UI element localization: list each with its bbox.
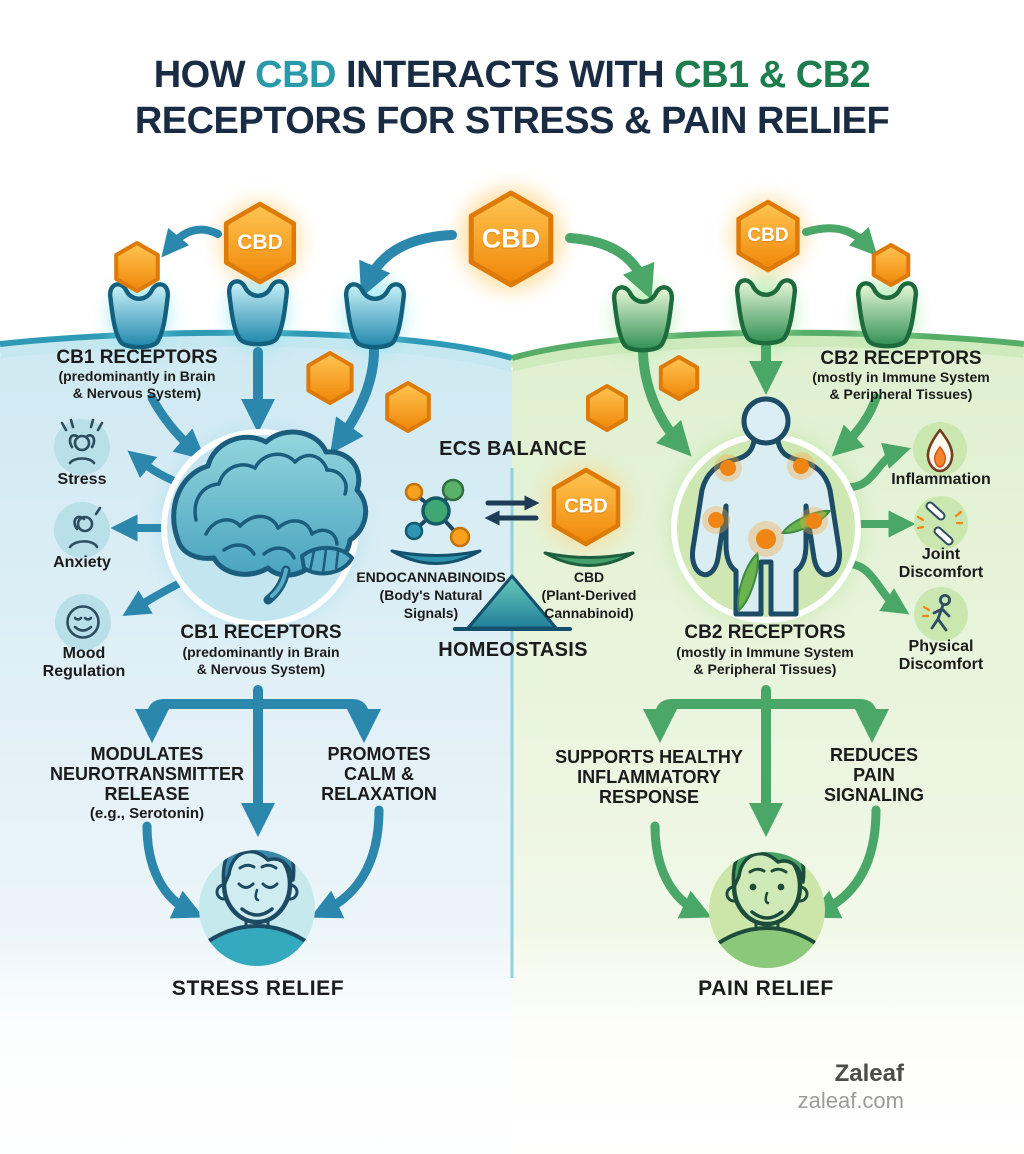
cb2-receptors-mid-sub-1: (mostly in Immune System xyxy=(676,644,854,660)
cbd-left-to-hex-arrow xyxy=(161,225,222,258)
cb2-arrows xyxy=(565,224,916,919)
cb1-receptors-mid-sub-1: (predominantly in Brain xyxy=(182,644,340,660)
cbd-scale-label: CBD xyxy=(573,569,605,585)
receptor-site-dots xyxy=(702,452,828,557)
cb2-receptor-icons xyxy=(612,278,918,353)
modulates-to-face-arrow xyxy=(142,821,204,919)
body-icon xyxy=(671,396,861,623)
receptor-to-brain-curve-arrow xyxy=(330,345,379,454)
cb1-receptor-icons xyxy=(108,279,406,350)
cbd-scale-sub-2: Cannabinoid) xyxy=(544,605,634,621)
title-line-2: RECEPTORS FOR STRESS & PAIN RELIEF xyxy=(134,100,890,142)
physical-discomfort-label: Physical Discomfort xyxy=(898,638,984,673)
body-to-physical-arrow xyxy=(846,560,910,615)
inflammation-label: Inflammation xyxy=(891,471,991,488)
cb1-receptors-top-heading: CB1 RECEPTORS xyxy=(56,347,218,368)
promotes-to-face-arrow xyxy=(310,805,384,919)
inflammation-icon xyxy=(913,422,967,476)
cb1-receptors-top-sub-1: (predominantly in Brain xyxy=(58,368,216,384)
cbd-hexagon-left xyxy=(223,201,297,285)
equilibrium-arrows-icon xyxy=(484,495,540,526)
left-scale-pan xyxy=(390,549,482,565)
label-to-brain-arrow xyxy=(147,393,206,460)
cbd-hexagon-center xyxy=(468,190,554,288)
title-cbd-highlight: CBD xyxy=(255,54,336,96)
endocannabinoid-molecule-icon xyxy=(404,478,471,548)
small-cbd-molecule-hexagons xyxy=(114,241,911,433)
cbd-hexagon-scale xyxy=(551,467,621,547)
supports-inflammatory-label: SUPPORTS HEALTHY INFLAMMATORY RESPONSE xyxy=(555,747,743,807)
supports-to-face-arrow xyxy=(650,821,712,919)
homeostasis-label: HOMEOSTASIS xyxy=(438,639,588,661)
body-to-inflammation-arrow xyxy=(846,442,912,491)
cbd-hexagon-scale-label: CBD xyxy=(564,495,608,518)
cbd-hexagon-left-label: CBD xyxy=(237,231,283,254)
endocannabinoids-sub-2: Signals) xyxy=(403,605,459,621)
receptor-to-body-curve-arrow xyxy=(638,347,692,457)
brain-icon xyxy=(161,429,369,627)
cbd-center-to-cb2-arrow xyxy=(565,233,655,300)
endocannabinoids-label: ENDOCANNABINOIDS xyxy=(356,569,506,585)
mood-regulation-label: Mood Regulation xyxy=(42,645,126,680)
brand-name: Zaleaf xyxy=(834,1060,904,1087)
title-line-1: HOW CBD INTERACTS WITH CB1 & CB2 xyxy=(153,54,871,96)
ecs-balance-heading: ECS BALANCE xyxy=(439,438,587,460)
reduces-pain-label: REDUCES PAIN SIGNALING xyxy=(823,745,925,805)
stress-icon xyxy=(54,418,110,475)
anxiety-label: Anxiety xyxy=(53,554,111,571)
cb1-receptors-top-sub-2: & Nervous System) xyxy=(72,385,202,401)
title-cb-highlight: CB1 & CB2 xyxy=(674,54,871,96)
modulates-neurotransmitter-label: MODULATES NEUROTRANSMITTER RELEASE xyxy=(50,744,244,804)
stress-relief-result: STRESS RELIEF xyxy=(171,977,345,1000)
cb2-receptors-top-sub-1: (mostly in Immune System xyxy=(812,369,990,385)
right-scale-pan xyxy=(543,551,635,567)
cbd-right-to-hex-arrow xyxy=(802,224,878,256)
physical-discomfort-icon xyxy=(914,587,968,641)
serotonin-note: (e.g., Serotonin) xyxy=(89,805,205,822)
cb2-receptors-mid-sub-2: & Peripheral Tissues) xyxy=(693,661,837,677)
promotes-calm-label: PROMOTES CALM & RELAXATION xyxy=(321,744,437,804)
cbd-hexagon-center-label: CBD xyxy=(481,223,541,254)
label-to-body-arrow xyxy=(831,393,881,457)
joint-discomfort-label: Joint Discomfort xyxy=(898,546,984,581)
cb1-receptors-mid-sub-2: & Nervous System) xyxy=(196,661,326,677)
anxiety-icon xyxy=(54,502,110,558)
cb2-receptors-top-sub-2: & Peripheral Tissues) xyxy=(829,386,973,402)
stress-label: Stress xyxy=(57,471,107,488)
pain-relief-result: PAIN RELIEF xyxy=(698,977,834,1000)
cb2-receptors-mid-heading: CB2 RECEPTORS xyxy=(684,622,846,643)
cbd-center-to-cb1-arrow xyxy=(359,230,457,298)
left-effect-icons xyxy=(54,418,111,650)
ecs-balance-graphics xyxy=(390,478,635,631)
brand-website: zaleaf.com xyxy=(797,1087,904,1113)
cbd-scale-sub-1: (Plant-Derived xyxy=(541,587,637,603)
right-effect-icons xyxy=(913,422,968,641)
mood-regulation-icon xyxy=(55,594,111,650)
cbd-hexagon-right xyxy=(736,199,800,273)
endocannabinoids-sub-1: (Body's Natural xyxy=(379,587,483,603)
cb2-receptors-top-heading: CB2 RECEPTORS xyxy=(820,348,982,369)
cbd-hexagon-right-label: CBD xyxy=(747,225,789,246)
page-title: HOW CBD INTERACTS WITH CB1 & CB2 RECEPTO… xyxy=(0,52,1024,144)
brand-block: Zaleaf zaleaf.com xyxy=(798,1060,904,1113)
joint-discomfort-icon xyxy=(914,496,968,550)
cb1-receptors-mid-heading: CB1 RECEPTORS xyxy=(180,622,342,643)
cbd-hexagon-icons xyxy=(114,190,911,547)
reduces-to-face-arrow xyxy=(808,805,881,919)
